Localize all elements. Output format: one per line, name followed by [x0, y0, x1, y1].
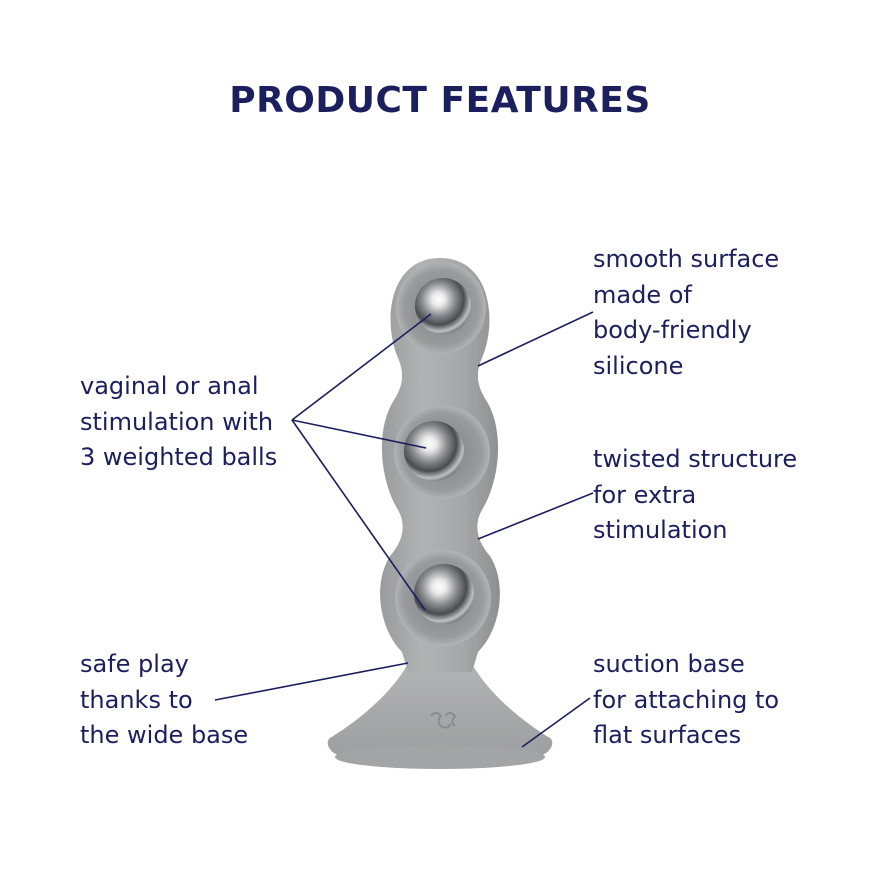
leader-line-suction-base	[521, 697, 591, 748]
leader-line-ball-middle	[291, 419, 427, 449]
feature-text-line: made of	[593, 280, 692, 309]
feature-text-line: silicone	[593, 351, 684, 380]
leader-line-ball-bottom	[291, 419, 426, 611]
weighted-ball-bottom	[414, 564, 474, 624]
suction-base	[327, 660, 553, 765]
feature-text-line: twisted structure	[593, 445, 798, 473]
feature-text-line: smooth surface	[593, 245, 780, 273]
satisfyer-logo-icon	[430, 712, 457, 729]
feature-twisted-structure: twisted structure for extra stimulation	[593, 442, 797, 549]
weighted-ball-top	[415, 278, 471, 334]
feature-smooth-surface: smooth surface made of body-friendly sil…	[593, 242, 779, 384]
leader-line-twisted-structure	[477, 492, 594, 540]
leader-line-ball-top	[291, 313, 432, 421]
leader-line-safe-play	[214, 662, 409, 701]
feature-text-line: the wide base	[80, 721, 249, 749]
feature-text-line: stimulation with	[80, 407, 274, 436]
feature-text-line: safe play	[80, 650, 189, 678]
feature-text-line: for extra	[593, 480, 697, 509]
feature-text-line: 3 weighted balls	[80, 443, 278, 471]
page-title: PRODUCT FEATURES	[229, 80, 651, 121]
feature-text-line: for attaching to	[593, 685, 780, 714]
feature-text-line: flat surfaces	[593, 721, 742, 749]
leader-line-smooth-surface	[477, 311, 594, 367]
feature-suction-base: suction base for attaching to flat surfa…	[593, 647, 779, 754]
feature-text-line: thanks to	[80, 685, 193, 714]
feature-text-line: stimulation	[593, 516, 728, 544]
feature-safe-play: safe play thanks to the wide base	[80, 647, 248, 754]
feature-text-line: suction base	[593, 650, 745, 678]
weighted-ball-middle	[404, 421, 464, 481]
leader-lines	[214, 311, 594, 748]
feature-weighted-balls: vaginal or anal stimulation with 3 weigh…	[80, 369, 277, 476]
feature-text-line: vaginal or anal	[80, 372, 259, 400]
feature-text-line: body-friendly	[593, 316, 752, 344]
